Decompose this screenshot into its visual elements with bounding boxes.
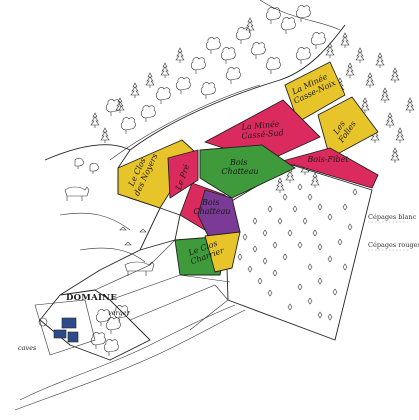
plots bbox=[117, 61, 379, 276]
label-bois-chatteau-lower-1: Bois bbox=[201, 198, 219, 207]
legend-white: Cépages blanc bbox=[368, 213, 417, 221]
label-bois-chatteau-lower-2: Chatteau bbox=[193, 207, 230, 216]
plot-les-folies bbox=[317, 96, 379, 159]
caves-label: caves bbox=[18, 344, 37, 352]
domaine-estate: DOMAINE caves verger bbox=[18, 293, 131, 357]
label-bois-chatteau-upper-2: Chatteau bbox=[221, 167, 258, 176]
building-2 bbox=[53, 329, 67, 339]
svg-text:Bois Chatteau: Bois Chatteau bbox=[193, 198, 230, 216]
verger-label: verger bbox=[108, 309, 131, 317]
building-main bbox=[61, 317, 77, 329]
plot-clos-charrier-yellow bbox=[204, 231, 241, 273]
svg-text:Bois Chatteau: Bois Chatteau bbox=[221, 158, 258, 176]
label-minee-casse-sud-1: La Minée bbox=[240, 119, 280, 131]
svg-text:La Minée Cassé-Sud: La Minée Cassé-Sud bbox=[240, 119, 284, 141]
label-bois-fibet: Bois-Fibet bbox=[306, 155, 349, 164]
building-3 bbox=[67, 331, 79, 343]
forest-area bbox=[90, 0, 415, 164]
label-minee-casse-sud-2: Cassé-Sud bbox=[241, 128, 284, 141]
label-bois-chatteau-upper-1: Bois bbox=[229, 158, 247, 167]
plot-bois-chatteau-upper bbox=[199, 144, 296, 199]
plot-minee-casse-noix bbox=[284, 61, 346, 123]
estate-name: DOMAINE bbox=[66, 293, 117, 303]
plot-le-pre bbox=[167, 149, 199, 199]
farm-animals bbox=[64, 157, 155, 276]
pasture bbox=[14, 144, 246, 411]
legend: Cépages blanc Cépages rouges bbox=[368, 213, 419, 251]
legend-red: Cépages rouges bbox=[368, 241, 419, 249]
